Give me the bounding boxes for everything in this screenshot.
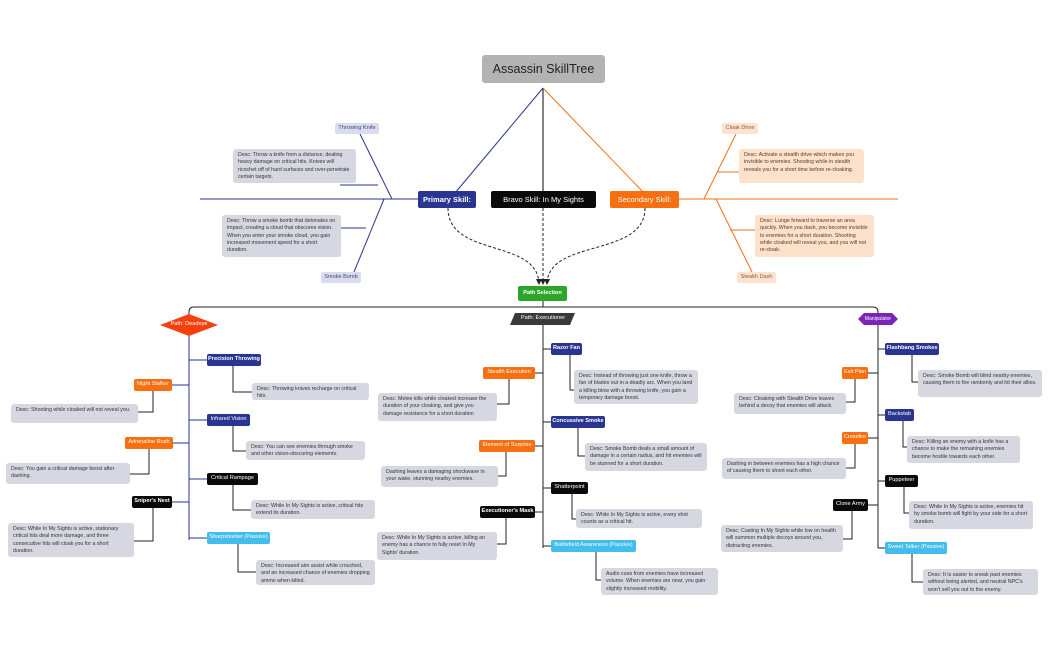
backstab-desc: Desc: Killing an enemy with a knife has … <box>907 436 1020 463</box>
flashbang-smokes-node: Flashbang Smokes <box>885 343 939 355</box>
shatterpoint-node: Shatterpoint <box>551 482 588 494</box>
stealth-execution-node: Stealth Execution <box>483 367 535 379</box>
razor-fan-desc: Desc: Instead of throwing just one knife… <box>574 370 698 404</box>
adrenaline-rush-desc: Desc: You gain a critical damage boost a… <box>6 463 130 484</box>
executioners-mask-node: Executioner's Mask <box>480 506 535 518</box>
root-title: Assassin SkillTree <box>482 55 605 83</box>
shatterpoint-desc: Desc: While In My Sights is active, ever… <box>576 509 702 528</box>
smoke-bomb-label: Smoke Bomb <box>321 272 361 283</box>
throwing-knife-label: Throwing Knife <box>335 123 379 134</box>
snipers-nest-node: Sniper's Nest <box>132 496 172 508</box>
clone-army-node: Clone Army <box>833 499 868 511</box>
primary-skill: Primary Skill: <box>418 191 476 208</box>
stealth-dash-label: Stealth Dash <box>737 272 776 283</box>
sharpshooter-desc: Desc: Increased aim assist while crouche… <box>256 560 375 585</box>
deadeye-diamond <box>160 314 218 336</box>
bravo-skill: Bravo Skill: In My Sights <box>491 191 596 208</box>
exit-plan-desc: Desc: Cloaking with Stealth Drive leaves… <box>734 393 846 414</box>
executioners-mask-desc: Desc: While In My Sights is active, kill… <box>377 532 497 560</box>
smoke-bomb-desc: Desc: Throw a smoke bomb that detonates … <box>222 215 341 257</box>
manipulator-label: Manipulator <box>864 315 892 322</box>
infrared-vision-desc: Desc: You can see enemies through smoke … <box>246 441 365 460</box>
concussive-smoke-desc: Desc: Smoke Bomb deals a small amount of… <box>585 443 707 471</box>
night-stalker-desc: Desc: Shooting while cloaked will not re… <box>11 404 138 423</box>
cloak-drive-desc: Desc: Activate a stealth drive which mak… <box>739 149 864 183</box>
clone-army-desc: Desc: Casting In My Sights while low on … <box>721 525 843 552</box>
path-selection: Path Selection <box>518 286 567 301</box>
sharpshooter-node: Sharpshooter (Passive) <box>207 532 270 544</box>
puppeteer-desc: Desc: While In My Sights is active, enem… <box>909 501 1033 529</box>
battlefield-awareness-node: Battlefield Awareness (Passive) <box>551 540 636 552</box>
adrenaline-rush-node: Adrenaline Rush <box>125 437 173 449</box>
critical-rampage-desc: Desc: While In My Sights is active, crit… <box>251 500 375 519</box>
sweet-talker-desc: Desc: It is easier to sneak past enemies… <box>923 569 1038 595</box>
element-of-surprise-desc: Dashing leaves a damaging shockwave in y… <box>381 466 498 487</box>
snipers-nest-desc: Desc: While In My Sights is active, stat… <box>8 523 134 557</box>
puppeteer-node: Puppeteer <box>885 475 918 487</box>
razor-fan-node: Razor Fan <box>551 343 582 355</box>
backstab-node: Backstab <box>885 409 914 421</box>
precision-throwing-node: Precision Throwing <box>207 354 261 366</box>
manipulator-tag <box>858 313 898 325</box>
executioner-label: Path: Executioner <box>520 315 566 322</box>
executioner-tag <box>510 313 575 325</box>
critical-rampage-node: Critical Rampage <box>207 473 258 485</box>
cloak-drive-label: Cloak Drive <box>722 123 758 134</box>
concussive-smoke-node: Concussive Smoke <box>551 416 605 428</box>
crossfire-desc: Dashing in between enemies has a high ch… <box>722 458 846 479</box>
sweet-talker-node: Sweet Talker (Passive) <box>885 542 947 554</box>
precision-throwing-desc: Desc: Throwing knives recharge on critic… <box>252 383 369 400</box>
battlefield-awareness-desc: Audio cues from enemies have increased v… <box>601 568 718 595</box>
infrared-vision-node: Infrared Vision <box>207 414 250 426</box>
secondary-skill: Secondary Skill: <box>610 191 679 208</box>
stealth-dash-desc: Desc: Lunge forward to traverse an area … <box>755 215 874 257</box>
deadeye-label: Path: Deadeye <box>170 321 208 328</box>
stealth-execution-desc: Desc: Melee kills while cloaked increase… <box>378 393 497 421</box>
crossfire-node: Crossfire <box>842 432 868 444</box>
flashbang-smokes-desc: Desc: Smoke Bomb will blind nearby enemi… <box>918 370 1042 397</box>
night-stalker-node: Night Stalker <box>134 379 172 391</box>
element-of-surprise-node: Element of Surprise <box>479 440 535 452</box>
throwing-knife-desc: Desc: Throw a knife from a distance, dea… <box>233 149 356 183</box>
exit-plan-node: Exit Plan <box>842 367 868 379</box>
